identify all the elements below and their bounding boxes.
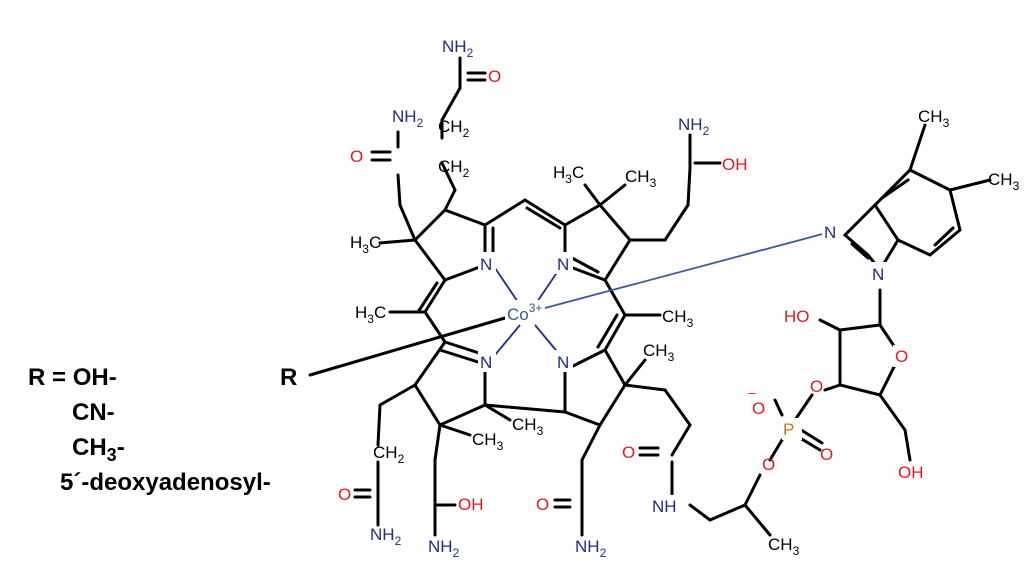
ch2-top-1: CH2 bbox=[438, 117, 470, 140]
nitrogen-ring-c: N bbox=[480, 353, 492, 372]
nh2-top: NH2 bbox=[442, 37, 474, 60]
ch3-propanol: CH3 bbox=[768, 535, 800, 558]
nh2-bottom-left: NH2 bbox=[370, 525, 402, 548]
oxygen-bottom-left: O bbox=[338, 485, 351, 504]
phosphorus: P bbox=[783, 420, 794, 439]
ch3-ring-b: CH3 bbox=[625, 167, 657, 190]
nh-amide: NH bbox=[652, 497, 677, 516]
oxygen-phosphate-minus: O bbox=[752, 399, 765, 418]
legend-line-2: CN- bbox=[72, 399, 115, 426]
nitrogen-ring-a: N bbox=[480, 255, 492, 274]
ch3-bottom-bridge: CH3 bbox=[512, 415, 544, 438]
oxygen-ribose-ring: O bbox=[895, 347, 908, 366]
nitrogen-benzimidazole-2: N bbox=[872, 265, 884, 284]
nitrogen-ring-b: N bbox=[557, 255, 569, 274]
minus-charge: − bbox=[748, 385, 756, 401]
oxygen-phosphate-ester-1: O bbox=[762, 455, 775, 474]
ch3-benzimidazole-2: CH3 bbox=[988, 170, 1020, 193]
ch3-ring-d: CH3 bbox=[643, 341, 675, 364]
nh2-bottom-right: NH2 bbox=[575, 537, 607, 560]
oxygen-bottom-center: O bbox=[536, 495, 549, 514]
ch2-top-2: CH2 bbox=[438, 157, 470, 180]
cobalt-label: Co3+ bbox=[507, 301, 542, 324]
nitrogen-benzimidazole-1: N bbox=[824, 223, 836, 242]
oxygen-left: O bbox=[350, 147, 363, 166]
oxygen-top: O bbox=[488, 67, 501, 86]
legend-line-3: CH3- bbox=[72, 434, 125, 465]
r-group-label: R bbox=[280, 364, 297, 391]
ch3-bridge-right: CH3 bbox=[662, 307, 694, 330]
nh2-bottom-center: NH2 bbox=[428, 537, 460, 560]
oh-ribose: OH bbox=[898, 463, 924, 482]
h3c-bridge: H3C bbox=[355, 303, 386, 326]
atom-labels: N N N N Co3+ R NH2 O CH2 CH2 NH2 O H3C H… bbox=[280, 37, 1020, 560]
legend-line-1: R = OH- bbox=[28, 364, 117, 391]
oxygen-amide-right: O bbox=[622, 443, 635, 462]
h3c-ring-a: H3C bbox=[350, 233, 381, 256]
nh2-top-right: NH2 bbox=[678, 115, 710, 138]
ch3-benzimidazole-1: CH3 bbox=[918, 107, 950, 130]
oxygen-phosphate-double: O bbox=[820, 445, 833, 464]
nh2-left: NH2 bbox=[392, 107, 424, 130]
oxygen-phosphate-ester-2: O bbox=[810, 377, 823, 396]
oh-bottom-left: OH bbox=[458, 495, 484, 514]
coordination-bonds bbox=[494, 231, 831, 356]
oh-top-right: OH bbox=[722, 155, 748, 174]
bonds bbox=[308, 56, 992, 537]
ch3-ring-c: CH3 bbox=[472, 430, 504, 453]
legend-line-4: 5´-deoxyadenosyl- bbox=[60, 469, 271, 496]
r-group-legend: R = OH- CN- CH3- 5´-deoxyadenosyl- bbox=[28, 364, 271, 496]
label-backgrounds bbox=[478, 220, 911, 517]
ch2-bottom-left: CH2 bbox=[373, 443, 405, 466]
ho-ribose: HO bbox=[784, 307, 810, 326]
h3c-ring-b: H3C bbox=[553, 163, 584, 186]
nitrogen-ring-d: N bbox=[557, 353, 569, 372]
